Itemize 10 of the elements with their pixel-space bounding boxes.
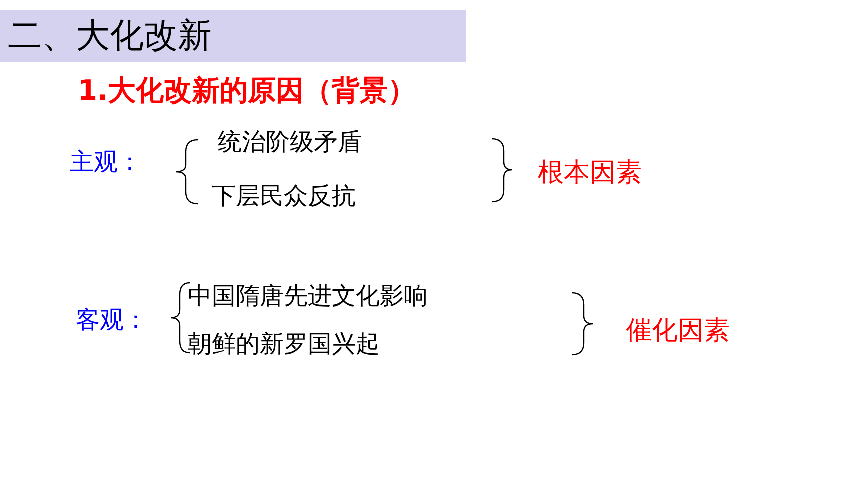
category-label: 主观： (70, 148, 142, 177)
cause-text: 下层民众反抗 (212, 182, 356, 211)
slide-title: 二、大化改新 (0, 10, 466, 62)
category-label: 客观： (76, 306, 148, 335)
cause-text: 朝鲜的新罗国兴起 (188, 330, 380, 359)
cause-text: 统治阶级矛盾 (218, 128, 362, 157)
section-heading: 1.大化改新的原因（背景） (78, 74, 416, 108)
cause-text: 中国隋唐先进文化影响 (188, 282, 428, 311)
factor-label: 催化因素 (626, 316, 730, 348)
factor-label: 根本因素 (538, 158, 642, 190)
